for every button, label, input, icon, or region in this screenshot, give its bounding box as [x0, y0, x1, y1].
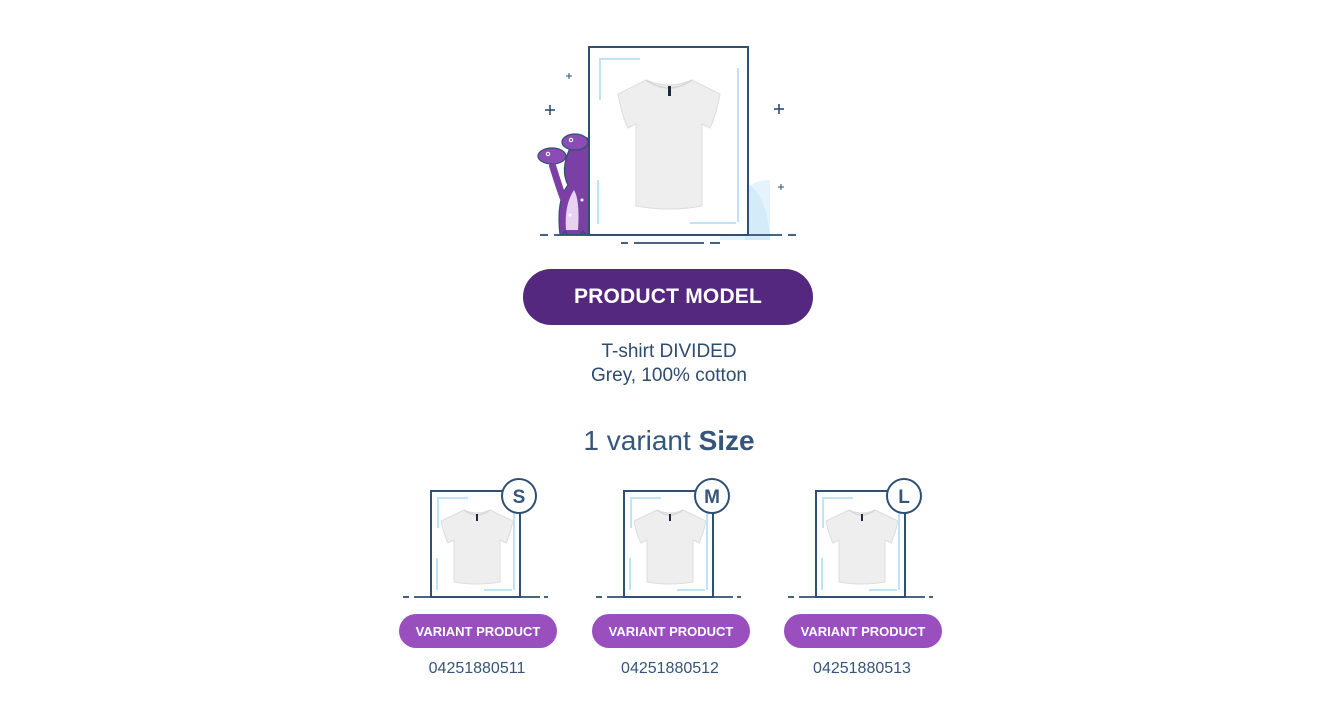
tshirt-icon: [617, 79, 721, 210]
tshirt-icon: [440, 509, 514, 585]
variant-card-l[interactable]: L VARIANT PRODUCT 04251880513: [777, 478, 947, 688]
variant-sku: 04251880512: [621, 660, 719, 677]
product-model-illustration: [537, 46, 796, 244]
size-badge-letter: S: [513, 487, 526, 508]
variant-product-button[interactable]: VARIANT PRODUCT: [784, 614, 942, 648]
size-badge-icon: S: [501, 478, 537, 514]
tshirt-icon: [825, 509, 899, 585]
variant-heading: 1 variant Size: [469, 422, 869, 460]
product-model-button[interactable]: PRODUCT MODEL: [523, 269, 813, 325]
variant-product-button[interactable]: VARIANT PRODUCT: [592, 614, 750, 648]
variant-attribute: Size: [698, 425, 755, 456]
size-badge-icon: L: [886, 478, 922, 514]
variant-count: 1 variant: [583, 425, 699, 456]
variant-sku: 04251880511: [428, 660, 526, 677]
variant-card-s[interactable]: S VARIANT PRODUCT 04251880511: [392, 478, 562, 688]
size-badge-icon: M: [694, 478, 730, 514]
variant-illustration: S: [403, 478, 548, 598]
variant-illustration: M: [596, 478, 741, 598]
size-badge-letter: M: [704, 487, 720, 508]
size-badge-letter: L: [898, 487, 910, 508]
variant-card-m[interactable]: M VARIANT PRODUCT 04251880512: [585, 478, 755, 688]
sparkle-plus-icon: [545, 73, 784, 190]
variant-product-button[interactable]: VARIANT PRODUCT: [399, 614, 557, 648]
variant-illustration: L: [788, 478, 933, 598]
variant-sku: 04251880513: [813, 660, 911, 677]
product-model-title: T-shirt DIVIDED: [601, 341, 737, 362]
product-model-description: Grey, 100% cotton: [591, 365, 747, 386]
purple-dragon-mascot-icon: [537, 133, 593, 236]
tshirt-icon: [633, 509, 707, 585]
